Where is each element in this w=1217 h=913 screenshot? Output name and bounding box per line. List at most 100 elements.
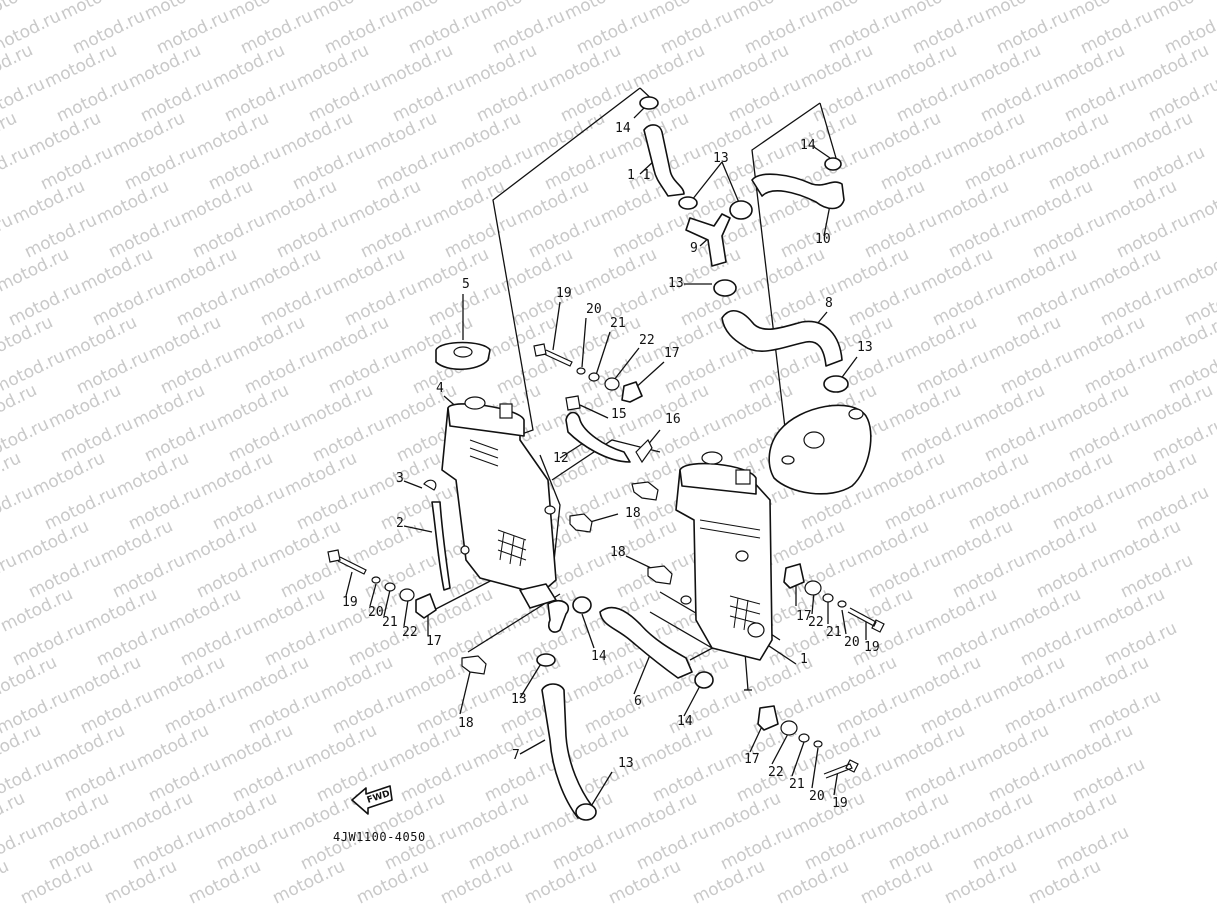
washer-part-21-d	[798, 733, 810, 743]
bolt-part-19-a	[533, 343, 573, 367]
part-callout-c2: 2	[396, 516, 404, 531]
part-callout-c20a: 20	[586, 302, 602, 317]
tube-part-2	[431, 501, 451, 591]
collar-part-18-d	[461, 655, 487, 675]
clip-part-16	[635, 438, 653, 464]
bolt-part-19-b	[327, 549, 367, 575]
part-callout-c5: 5	[462, 277, 470, 292]
part-callout-c13d: 13	[511, 692, 527, 707]
part-callout-c13b: 13	[668, 276, 684, 291]
watermark-text: motod.ru	[0, 142, 32, 194]
collar-part-18-c	[647, 565, 673, 585]
washer-part-22-c	[804, 580, 822, 596]
part-callout-c17b: 17	[426, 634, 442, 649]
watermark-text: motod.ru	[1185, 176, 1217, 228]
grommet-part-17-a	[621, 381, 643, 403]
clamp-part-13-e	[536, 653, 556, 667]
part-callout-c17d: 17	[744, 752, 760, 767]
part-callout-c7: 7	[512, 748, 520, 763]
watermark-text: motod.ru	[0, 856, 12, 908]
grommet-part-17-d	[757, 705, 779, 731]
part-callout-c22a: 22	[639, 333, 655, 348]
hose-part-12	[565, 411, 631, 463]
joint-part-9	[685, 213, 731, 267]
part-callout-c14a: 14	[615, 121, 631, 136]
radiator-right-part-1	[675, 451, 773, 661]
cylinder-head	[768, 404, 872, 495]
clamp-part-14-top	[639, 96, 659, 110]
washer-part-22-b	[399, 588, 415, 602]
part-callout-c20c: 20	[844, 635, 860, 650]
parts	[327, 96, 885, 821]
part-callout-c21a: 21	[610, 316, 626, 331]
part-callout-c17c: 17	[796, 609, 812, 624]
clamp-part-13-a	[678, 196, 698, 210]
part-callout-c11: 1 1	[627, 168, 650, 183]
part-callout-c18c: 18	[458, 716, 474, 731]
washer-part-21-c	[822, 593, 834, 603]
clamp-part-13-d	[823, 375, 849, 393]
collar-part-18-a	[631, 481, 659, 501]
part-callout-c18b: 18	[610, 545, 626, 560]
washer-part-20-b	[371, 576, 381, 584]
part-callout-c21b: 21	[382, 615, 398, 630]
washer-part-20-a	[576, 367, 586, 375]
part-callout-c16: 16	[665, 412, 681, 427]
part-callout-c10: 10	[815, 232, 831, 247]
hose-part-11	[643, 124, 685, 197]
part-callout-c8: 8	[825, 296, 833, 311]
part-callout-c19c: 19	[864, 640, 880, 655]
part-callout-c14d: 14	[677, 714, 693, 729]
radiator-left-part-4	[441, 396, 557, 595]
part-callout-c22d: 22	[768, 765, 784, 780]
part-callout-c1: 1	[800, 652, 808, 667]
watermark-text: motod.ru	[1169, 244, 1217, 296]
part-callout-c19a: 19	[556, 286, 572, 301]
part-callout-c20d: 20	[809, 789, 825, 804]
clamp-part-13-f	[575, 803, 597, 821]
washer-part-20-d	[813, 740, 823, 748]
part-callout-c13c: 13	[857, 340, 873, 355]
grommet-part-17-c	[783, 563, 805, 589]
part-callout-c6: 6	[634, 694, 642, 709]
part-callout-c14b: 14	[800, 138, 816, 153]
part-callout-c19b: 19	[342, 595, 358, 610]
part-callout-c9: 9	[690, 241, 698, 256]
clamp-part-13-b	[729, 200, 753, 220]
part-callout-c18a: 18	[625, 506, 641, 521]
part-callout-c21c: 21	[826, 625, 842, 640]
grommet-part-17-b	[415, 593, 437, 619]
clamp-part-14-right	[824, 157, 842, 171]
bolt-part-19-d	[823, 759, 859, 779]
clip-part-3	[423, 479, 437, 491]
watermark-text: motod.ru	[0, 482, 36, 534]
part-callout-c13a: 13	[713, 151, 729, 166]
part-callout-c12: 12	[553, 451, 569, 466]
clamp-part-13-c	[713, 279, 737, 297]
hose-part-6	[599, 606, 693, 679]
bolt-part-19-c	[847, 607, 885, 633]
hose-part-7	[541, 683, 593, 819]
part-callout-c22b: 22	[402, 625, 418, 640]
elbow-lower-left	[547, 599, 570, 633]
clamp-part-14-lower	[694, 671, 714, 689]
washer-part-22-d	[780, 720, 798, 736]
diagram-code: 4JW1100-4050	[333, 830, 426, 844]
hose-part-10	[751, 173, 845, 210]
leader-lines	[345, 87, 867, 809]
part-callout-c14c: 14	[591, 649, 607, 664]
clamp-part-14-mid	[572, 596, 592, 614]
part-callout-c3: 3	[396, 471, 404, 486]
part-callout-c19d: 19	[832, 796, 848, 811]
washer-part-22-a	[604, 377, 620, 391]
part-callout-c17a: 17	[664, 346, 680, 361]
hose-part-8	[721, 310, 843, 367]
part-callout-c13e: 13	[618, 756, 634, 771]
part-callout-c20b: 20	[368, 605, 384, 620]
fwd-arrow-icon: FWD	[351, 785, 393, 815]
collar-part-18-b	[569, 513, 593, 533]
part-callout-c21d: 21	[789, 777, 805, 792]
part-callout-c22c: 22	[808, 615, 824, 630]
